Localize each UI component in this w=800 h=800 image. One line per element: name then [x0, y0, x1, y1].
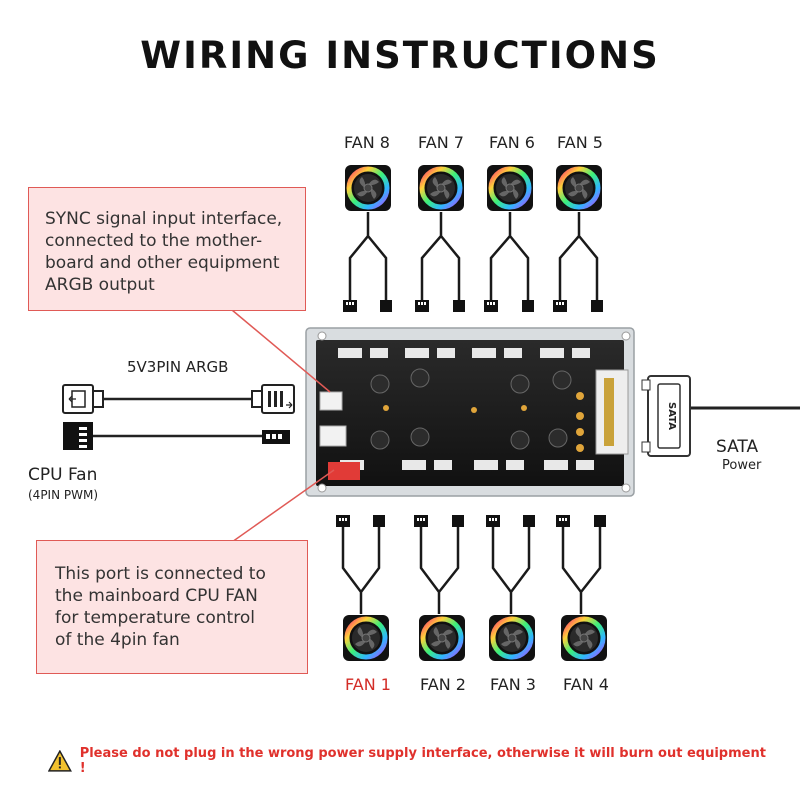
- argb-label: 5V3PIN ARGB: [127, 358, 229, 376]
- sata-cable: SATA: [641, 375, 800, 457]
- fan-label-8: FAN 8: [344, 133, 390, 152]
- argb-cable: [62, 384, 295, 414]
- cpu-fan-label: CPU Fan: [28, 465, 98, 485]
- cpu-pointer-line: [231, 469, 335, 543]
- top-connectors: [343, 300, 603, 312]
- cpu-callout: This port is connected to the mainboard …: [36, 540, 308, 674]
- fan-2-icon: [419, 615, 465, 661]
- cpu-callout-text: This port is connected to the mainboard …: [55, 564, 266, 650]
- warning-text: Please do not plug in the wrong power su…: [79, 746, 766, 776]
- warning-bar: Please do not plug in the wrong power su…: [48, 746, 768, 776]
- sata-sublabel: Power: [722, 458, 762, 473]
- cpu-fan-sublabel: (4PIN PWM): [28, 488, 99, 502]
- fan-6-icon: [487, 165, 533, 211]
- fan-4-icon: [561, 615, 607, 661]
- fan-label-4: FAN 4: [563, 675, 609, 694]
- fan-label-6: FAN 6: [489, 133, 535, 152]
- fan-5-icon: [556, 165, 602, 211]
- sata-connector-text: SATA: [666, 402, 677, 430]
- top-y-cables: [348, 212, 599, 300]
- fan-label-2: FAN 2: [420, 675, 466, 694]
- cpu-fan-cable: [63, 422, 290, 450]
- sync-callout-text: SYNC signal input interface, connected t…: [45, 209, 283, 295]
- fan-label-3: FAN 3: [490, 675, 536, 694]
- fan-1-icon: [343, 615, 389, 661]
- fan-label-1: FAN 1: [345, 675, 391, 694]
- fan-label-5: FAN 5: [557, 133, 603, 152]
- warning-icon: [48, 750, 72, 772]
- bottom-connectors: [336, 515, 606, 527]
- sync-callout: SYNC signal input interface, connected t…: [28, 187, 306, 311]
- page-title: WIRING INSTRUCTIONS: [140, 34, 660, 77]
- bottom-y-cables: [341, 527, 602, 614]
- fan-3-icon: [489, 615, 535, 661]
- fan-label-7: FAN 7: [418, 133, 464, 152]
- hub-board: [305, 327, 635, 497]
- sync-pointer-line: [231, 309, 331, 393]
- fan-8-icon: [345, 165, 391, 211]
- sata-label: SATA: [716, 437, 759, 457]
- fan-7-icon: [418, 165, 464, 211]
